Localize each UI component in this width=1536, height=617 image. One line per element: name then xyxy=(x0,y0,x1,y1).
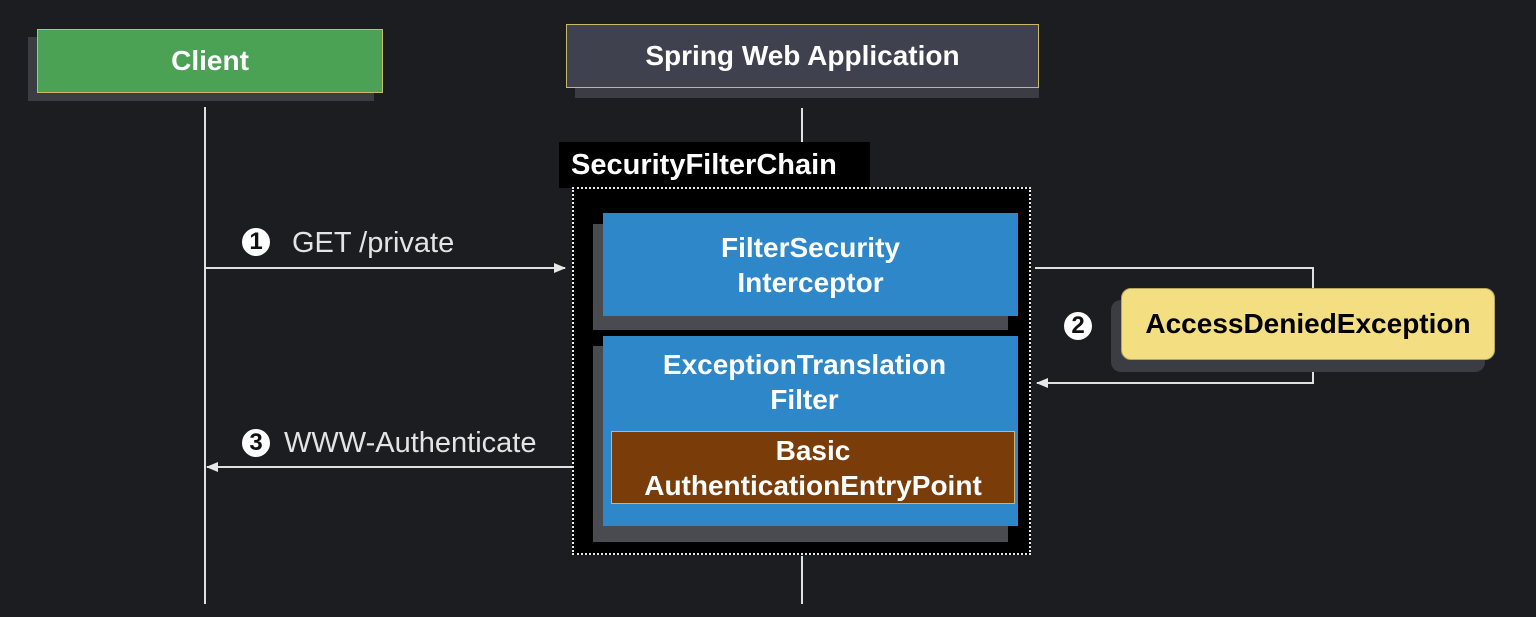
chain-label: SecurityFilterChain xyxy=(559,142,870,188)
interceptor-label: FilterSecurity Interceptor xyxy=(721,231,900,298)
access-denied-exception: AccessDeniedException xyxy=(1121,288,1495,360)
app-label: Spring Web Application xyxy=(645,40,960,71)
chain-label-text: SecurityFilterChain xyxy=(571,148,837,181)
filter-security-interceptor: FilterSecurity Interceptor xyxy=(603,213,1018,316)
step-2-badge: 2 xyxy=(1062,310,1094,342)
step-3-badge: 3 xyxy=(240,427,272,459)
exception-filter-label: ExceptionTranslation Filter xyxy=(662,349,947,415)
basic-authentication-entry-point: Basic AuthenticationEntryPoint xyxy=(611,431,1015,504)
client-label: Client xyxy=(171,45,249,76)
step-3-label: WWW-Authenticate xyxy=(284,427,537,459)
entry-point-label: Basic AuthenticationEntryPoint xyxy=(644,434,982,501)
client-participant: Client xyxy=(37,29,383,93)
exception-label: AccessDeniedException xyxy=(1145,308,1471,339)
app-participant: Spring Web Application xyxy=(566,24,1039,88)
step-1-badge: 1 xyxy=(240,226,272,258)
step-1-label: GET /private xyxy=(292,227,455,259)
exception-translation-filter: ExceptionTranslation Filter Basic Authen… xyxy=(603,336,1018,526)
